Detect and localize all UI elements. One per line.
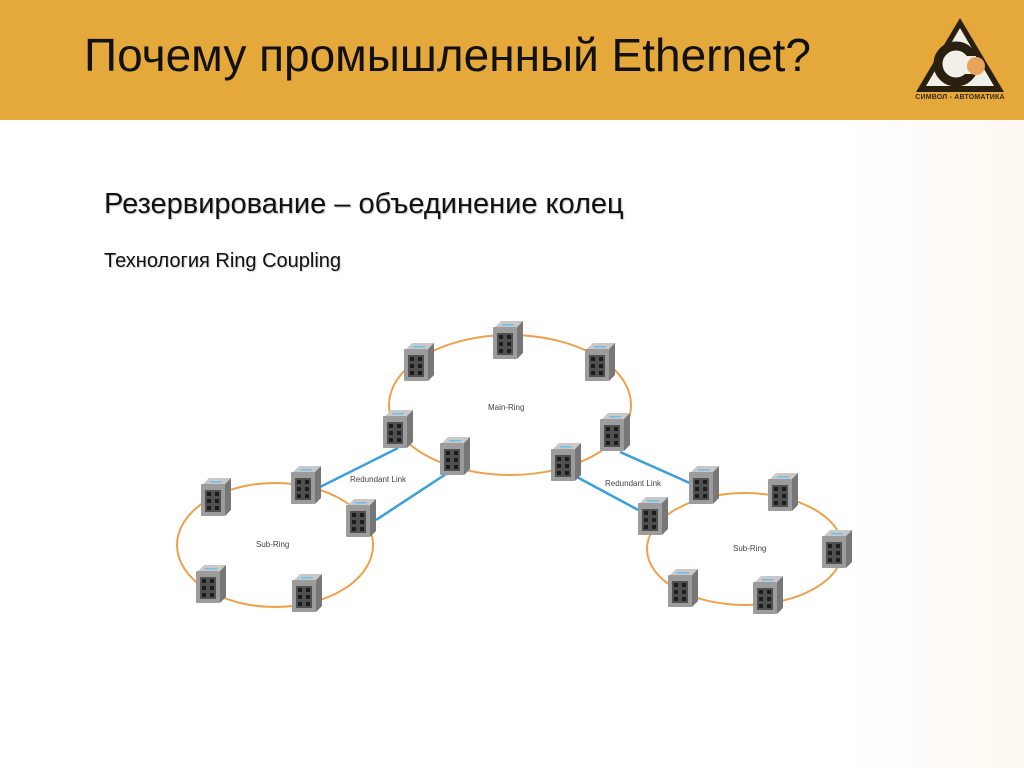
left-sub-ring xyxy=(176,482,374,608)
right-sub-ring-label: Sub-Ring xyxy=(733,544,766,553)
switch-icon xyxy=(493,321,523,359)
logo: СИМВОЛ - АВТОМАТИКА xyxy=(912,14,1008,106)
main-ring-label: Main-Ring xyxy=(488,403,524,412)
switch-icon xyxy=(822,530,852,568)
switch-icon xyxy=(383,410,413,448)
page-title: Почему промышленный Ethernet? xyxy=(84,29,812,81)
logo-caption: СИМВОЛ - АВТОМАТИКА xyxy=(915,94,1005,101)
left-sub-ring-label: Sub-Ring xyxy=(256,540,289,549)
decorative-gradient xyxy=(844,120,1024,768)
switch-icon xyxy=(585,343,615,381)
header-bar: Почему промышленный Ethernet? СИМВОЛ - А… xyxy=(0,0,1024,120)
switch-icon xyxy=(404,343,434,381)
switch-icon xyxy=(768,473,798,511)
ca-logo-icon xyxy=(916,18,1004,92)
section-heading: Резервирование – объединение колец xyxy=(104,188,624,220)
right-redundant-link-lower xyxy=(574,474,643,514)
switch-icon xyxy=(346,499,376,537)
switch-icon xyxy=(668,569,698,607)
switch-icon xyxy=(291,466,321,504)
switch-icon xyxy=(292,574,322,612)
section-subheading: Технология Ring Coupling xyxy=(104,250,342,272)
switch-icon xyxy=(201,478,231,516)
left-redundant-link-upper xyxy=(319,446,399,489)
right-redundant-link-label: Redundant Link xyxy=(605,479,662,488)
switch-icon xyxy=(551,443,581,481)
switch-icon xyxy=(638,497,668,535)
left-redundant-link-label: Redundant Link xyxy=(350,475,407,484)
right-redundant-link-upper xyxy=(619,450,693,486)
switch-icon xyxy=(600,413,630,451)
left-redundant-link-lower xyxy=(375,472,447,522)
switch-icon xyxy=(689,466,719,504)
switch-icon xyxy=(196,565,226,603)
switch-icon xyxy=(440,437,470,475)
switch-icon xyxy=(753,576,783,614)
